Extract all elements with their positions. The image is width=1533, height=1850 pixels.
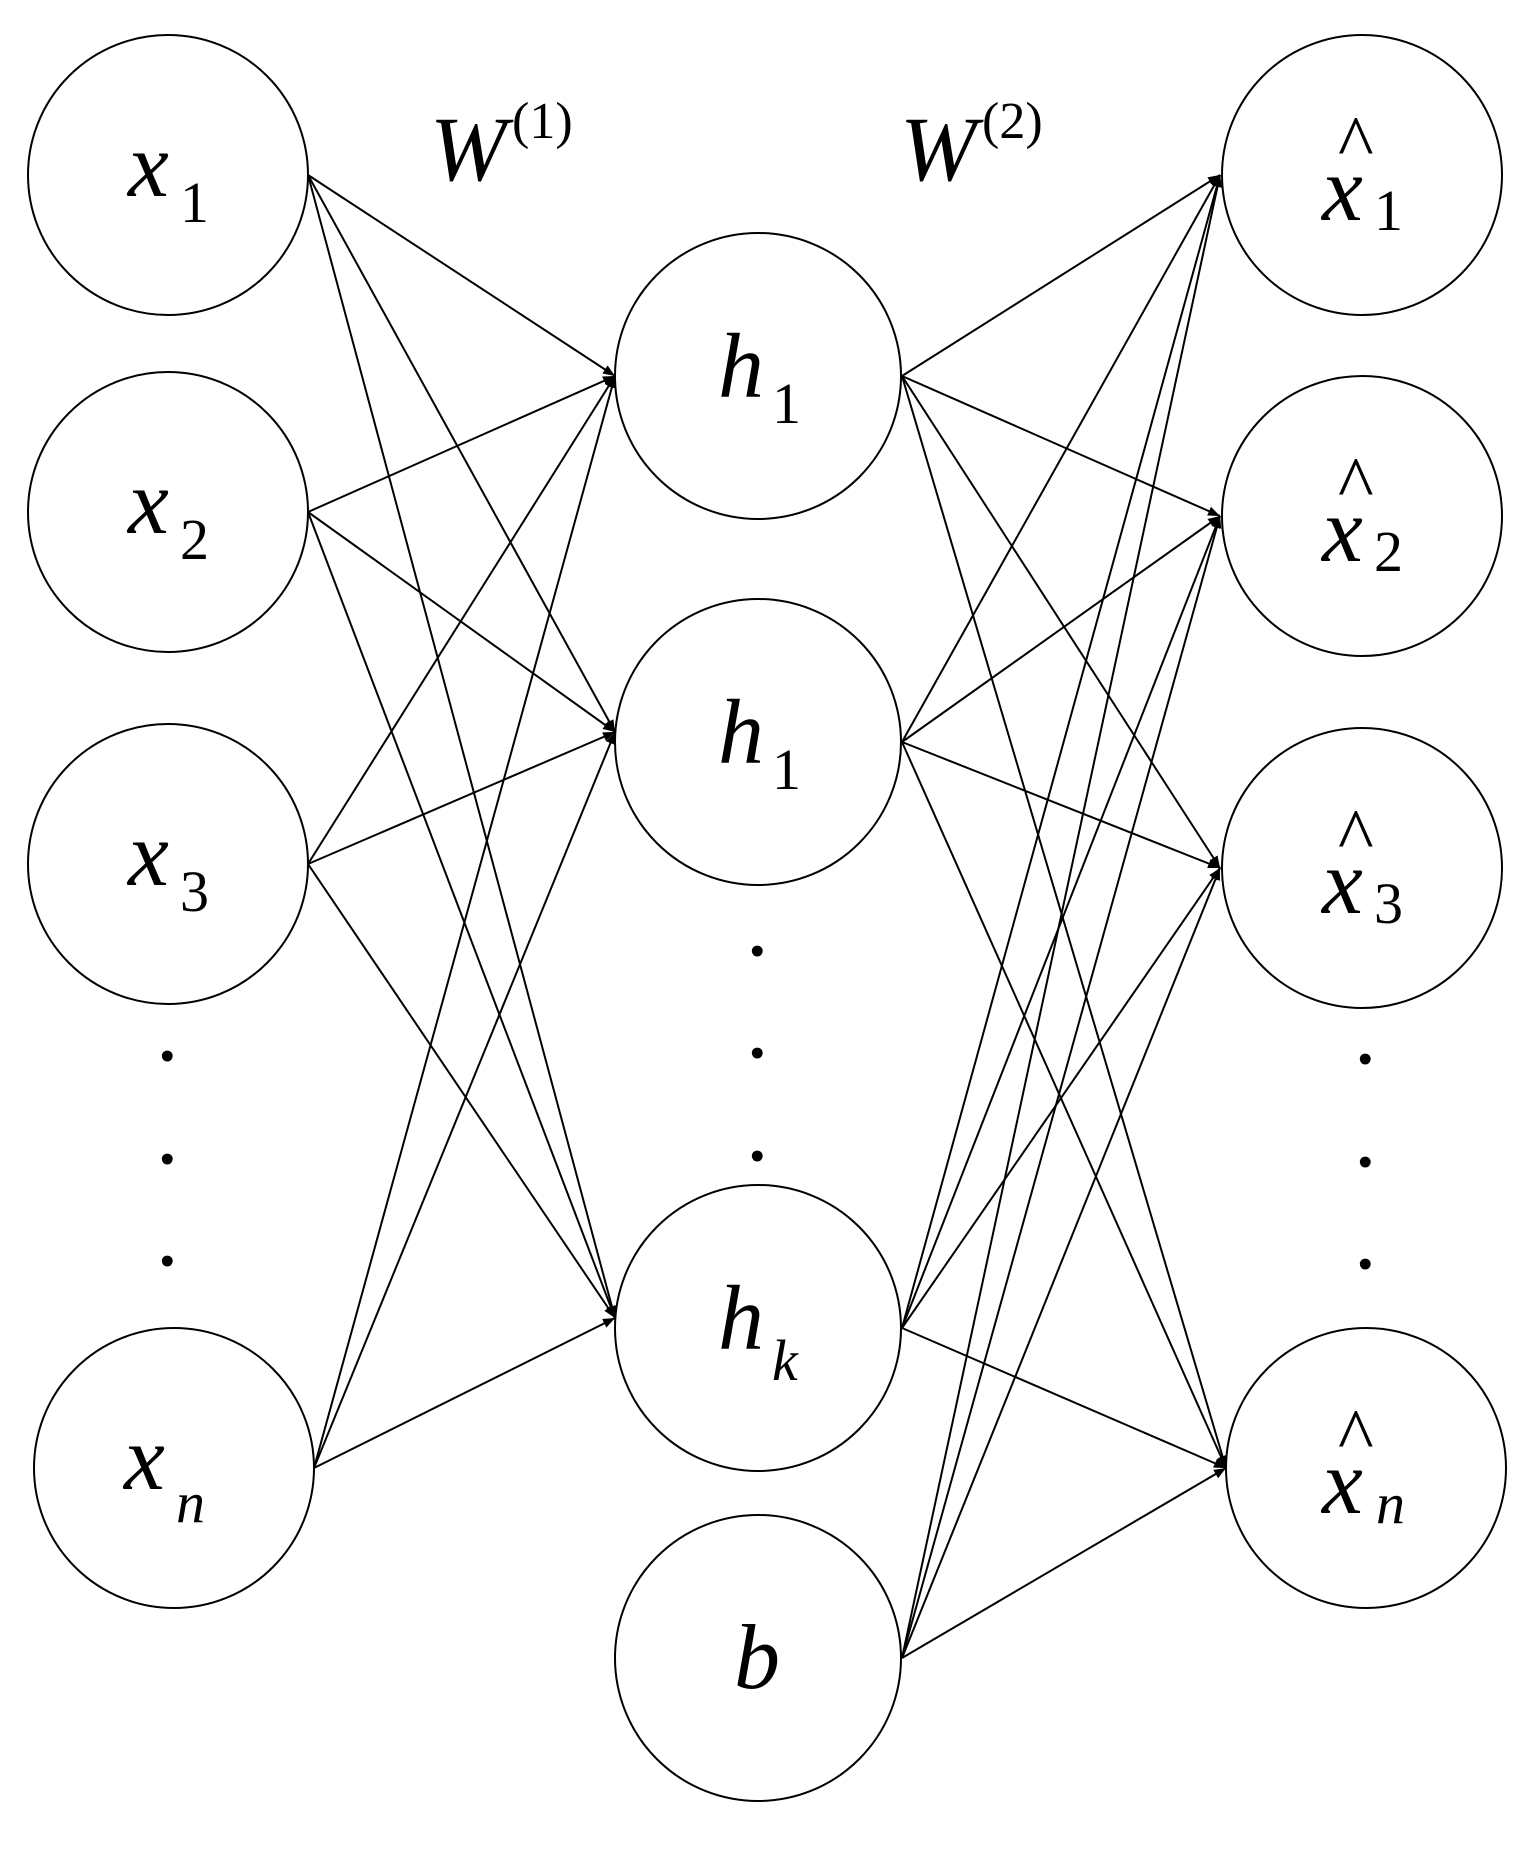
ellipsis-dot: . xyxy=(748,975,771,1077)
edge-x3-hk xyxy=(307,863,616,1319)
node-subscript: k xyxy=(772,1328,799,1393)
node-base: b xyxy=(734,1606,780,1708)
edge-b-o3 xyxy=(901,867,1221,1659)
edge-x3-h2 xyxy=(307,731,616,865)
edge-h1-o2 xyxy=(901,375,1221,517)
node-subscript: 2 xyxy=(180,507,209,572)
node-base: x xyxy=(122,1407,165,1509)
edge-h1-o3 xyxy=(901,375,1221,869)
node-base: h xyxy=(718,315,764,417)
output-ellipsis: . . . xyxy=(1356,981,1379,1288)
edge-b-o1 xyxy=(901,174,1223,1659)
node-base: h xyxy=(718,681,764,783)
node-base: h xyxy=(718,1267,764,1369)
weight-base: W xyxy=(430,98,514,200)
node-subscript: 1 xyxy=(772,737,801,802)
input-ellipsis: . . . xyxy=(158,978,181,1285)
edge-h1-on xyxy=(901,375,1228,1469)
input-node-x1: x 1 xyxy=(27,34,309,316)
edge-x1-h2 xyxy=(307,174,616,733)
encoder-edges xyxy=(307,174,617,1469)
edge-h2-o3 xyxy=(901,741,1221,869)
edge-x2-h2 xyxy=(307,511,616,733)
hidden-ellipsis: . . . xyxy=(748,873,771,1180)
weight-superscript: (1) xyxy=(512,93,573,150)
node-base: x xyxy=(126,803,169,905)
node-subscript: 1 xyxy=(180,170,209,235)
node-base: x xyxy=(1320,831,1363,933)
edge-h2-on xyxy=(901,741,1227,1469)
edge-hk-o3 xyxy=(901,867,1221,1329)
ellipsis-dot: . xyxy=(1356,1186,1379,1288)
hidden-node-h1: h 1 xyxy=(614,232,902,520)
hat-symbol: ^ xyxy=(1338,442,1374,526)
edge-x1-hk xyxy=(307,174,617,1319)
node-base: x xyxy=(1320,1431,1363,1533)
edge-h2-o2 xyxy=(901,515,1221,743)
hidden-layer: h 1 h 1 . . . h k b xyxy=(614,232,902,1802)
input-layer: x 1 x 2 x 3 . . . x n xyxy=(27,34,315,1609)
edge-h2-o1 xyxy=(901,174,1221,743)
hidden-node-h2: h 1 xyxy=(614,598,902,886)
node-base: x xyxy=(126,451,169,553)
edge-hk-on xyxy=(901,1327,1227,1469)
input-node-xn: x n xyxy=(33,1327,315,1609)
edge-xn-h2 xyxy=(313,731,616,1469)
edge-b-o2 xyxy=(901,515,1222,1659)
output-node-xn-hat: ^ x n xyxy=(1225,1327,1507,1609)
ellipsis-dot: . xyxy=(1356,981,1379,1083)
node-base: x xyxy=(126,114,169,216)
ellipsis-dot: . xyxy=(158,1183,181,1285)
node-subscript: 3 xyxy=(1374,871,1403,936)
ellipsis-dot: . xyxy=(1356,1084,1379,1186)
ellipsis-dot: . xyxy=(748,873,771,975)
edge-x3-h1 xyxy=(307,375,616,865)
edge-b-on xyxy=(901,1467,1227,1659)
edge-h1-o1 xyxy=(901,174,1221,377)
node-subscript: 3 xyxy=(180,859,209,924)
edge-hk-o1 xyxy=(901,174,1222,1329)
decoder-edges xyxy=(901,174,1228,1659)
node-subscript: n xyxy=(1376,1471,1405,1536)
node-base: x xyxy=(1320,479,1363,581)
node-base: x xyxy=(1320,138,1363,240)
hat-symbol: ^ xyxy=(1338,101,1374,185)
weight-superscript: (2) xyxy=(982,93,1043,150)
ellipsis-dot: . xyxy=(158,1081,181,1183)
weight-label-w1: W (1) xyxy=(430,93,573,200)
edge-x2-hk xyxy=(307,511,616,1319)
input-node-x2: x 2 xyxy=(27,371,309,653)
edge-xn-h1 xyxy=(313,375,617,1469)
edge-x1-h1 xyxy=(307,174,616,377)
hat-symbol: ^ xyxy=(1338,1394,1374,1478)
weight-base: W xyxy=(900,98,984,200)
edge-hk-o2 xyxy=(901,515,1221,1329)
output-layer: ^ x 1 ^ x 2 ^ x 3 . . . ^ x n xyxy=(1221,34,1507,1609)
ellipsis-dot: . xyxy=(158,978,181,1080)
edge-x2-h1 xyxy=(307,375,616,513)
node-subscript: 2 xyxy=(1374,519,1403,584)
node-subscript: 1 xyxy=(1374,178,1403,243)
bias-node: b xyxy=(614,1514,902,1802)
input-node-x3: x 3 xyxy=(27,723,309,1005)
node-subscript: 1 xyxy=(772,371,801,436)
output-node-x1-hat: ^ x 1 xyxy=(1221,34,1503,316)
edge-xn-hk xyxy=(313,1317,616,1469)
hat-symbol: ^ xyxy=(1338,794,1374,878)
node-subscript: n xyxy=(176,1470,205,1535)
output-node-x2-hat: ^ x 2 xyxy=(1221,375,1503,657)
ellipsis-dot: . xyxy=(748,1078,771,1180)
hidden-node-hk: h k xyxy=(614,1184,902,1472)
weight-label-w2: W (2) xyxy=(900,93,1043,200)
output-node-x3-hat: ^ x 3 xyxy=(1221,727,1503,1009)
